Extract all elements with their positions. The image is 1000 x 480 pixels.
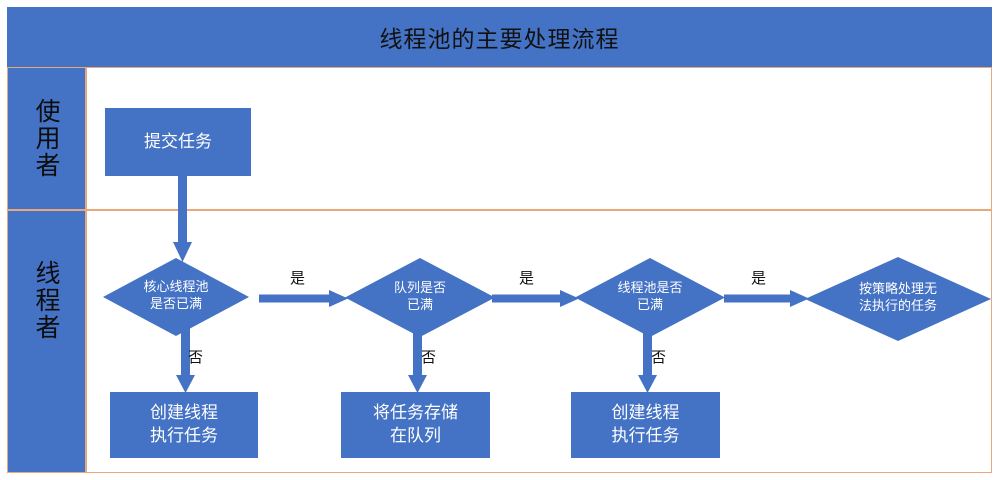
node-create-thread-2[interactable]: 创建线程 执行任务	[571, 392, 720, 458]
edge-label-core-yes: 是	[290, 269, 306, 287]
node-reject-policy[interactable]: 按策略处理无 法执行的任务	[805, 257, 991, 341]
edge-label-pool-no: 否	[651, 348, 667, 366]
lane-label-user: 使用者	[32, 98, 61, 179]
page-title: 线程池的主要处理流程	[379, 27, 620, 53]
node-pool-full[interactable]: 线程池是否 已满	[575, 258, 725, 337]
node-create-thread-1[interactable]: 创建线程 执行任务	[110, 392, 258, 458]
edge-label-queue-yes: 是	[519, 269, 535, 287]
node-submit-task[interactable]: 提交任务	[105, 108, 251, 176]
lane-header-thread	[7, 210, 86, 473]
edge-label-queue-no: 否	[421, 348, 437, 366]
connector-queue-to-store	[408, 327, 428, 395]
lane-header-user	[7, 67, 86, 210]
node-create-thread-2-line2: 执行任务	[611, 426, 680, 446]
node-submit-task-label: 提交任务	[144, 131, 212, 152]
connector-core-to-queue	[259, 290, 349, 308]
edge-label-core-no: 否	[188, 348, 204, 366]
connector-submit-to-core	[173, 176, 193, 264]
connector-pool-to-reject	[724, 290, 810, 308]
connector-pool-to-create2	[638, 327, 658, 395]
title-band	[7, 7, 992, 67]
node-create-thread-1-line2: 执行任务	[150, 426, 218, 446]
connector-core-to-create1	[176, 327, 196, 395]
node-store-in-queue-line2: 在队列	[390, 426, 441, 446]
edge-label-pool-yes: 是	[751, 269, 767, 287]
connector-queue-to-pool	[492, 290, 580, 308]
node-create-thread-2-line1: 创建线程	[611, 403, 680, 424]
node-queue-full[interactable]: 队列是否 已满	[345, 258, 495, 337]
node-create-thread-1-line1: 创建线程	[150, 403, 218, 424]
node-store-in-queue[interactable]: 将任务存储 在队列	[341, 392, 490, 458]
node-store-in-queue-line1: 将任务存储	[373, 403, 458, 424]
lane-label-thread: 线程者	[32, 259, 61, 341]
node-core-pool-full[interactable]: 核心线程池 是否已满	[103, 258, 249, 336]
